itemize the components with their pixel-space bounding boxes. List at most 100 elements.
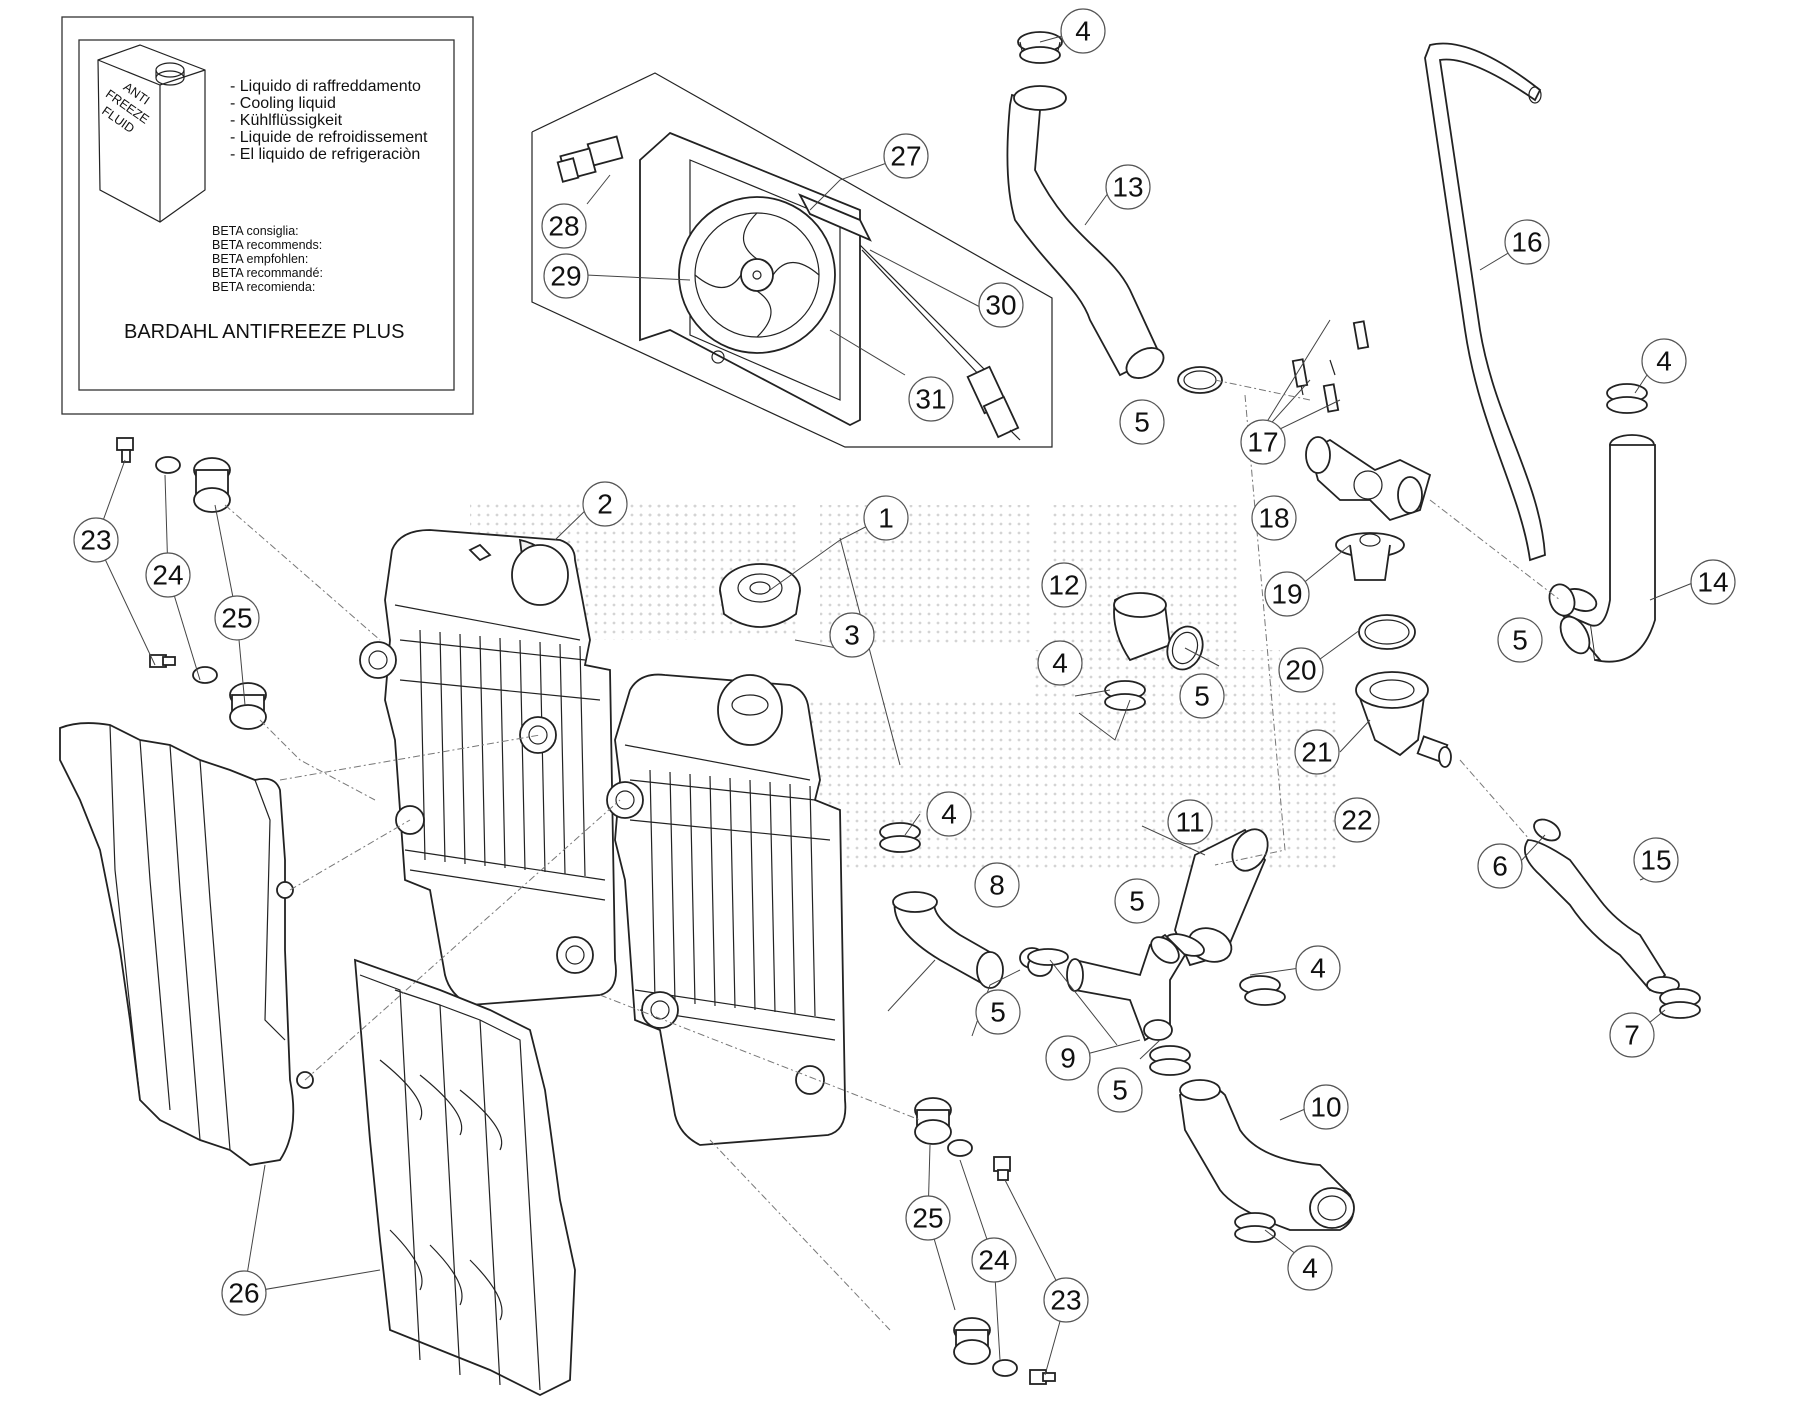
elbow-hose-12	[1104, 592, 1204, 711]
callout-5a: 5	[1119, 399, 1165, 445]
coolant-lang-4: - Liquide de refroidissement	[230, 129, 428, 146]
svg-text:5: 5	[1129, 886, 1145, 917]
radiator-right	[606, 673, 847, 1146]
callout-25b: 25	[905, 1195, 951, 1241]
coolant-lang-1: - Liquido di raffreddamento	[230, 78, 421, 95]
callout-29: 29	[543, 253, 589, 299]
svg-text:5: 5	[1194, 681, 1210, 712]
svg-text:5: 5	[990, 997, 1006, 1028]
radiator-left	[359, 529, 617, 1006]
recommends-de: BETA empfohlen:	[212, 252, 308, 266]
mounting-hardware-lower	[914, 1097, 1056, 1385]
svg-text:4: 4	[941, 799, 957, 830]
svg-text:4: 4	[1302, 1253, 1318, 1284]
radiator-shroud	[59, 722, 314, 1166]
callout-11: 11	[1167, 799, 1213, 845]
coolant-info-box: ANTI FREEZE FLUID - Liquido di raffredda…	[61, 16, 474, 415]
callout-19: 19	[1264, 571, 1310, 617]
radiator-grille	[353, 958, 576, 1397]
radiator-hose-13	[1006, 31, 1223, 394]
hose-clamps	[1027, 583, 1576, 966]
y-piece-9	[1066, 933, 1191, 1076]
svg-text:23: 23	[1050, 1285, 1081, 1316]
svg-text:11: 11	[1175, 807, 1204, 838]
callout-13: 13	[1105, 164, 1151, 210]
svg-text:13: 13	[1112, 172, 1143, 203]
callout-31: 31	[908, 376, 954, 422]
callout-15: 15	[1633, 837, 1679, 883]
callout-28: 28	[541, 203, 587, 249]
callout-5b: 5	[1497, 617, 1543, 663]
svg-text:3: 3	[844, 620, 860, 651]
assembly-lines	[224, 379, 1561, 1331]
callout-2: 2	[582, 481, 628, 527]
callout-21: 21	[1294, 729, 1340, 775]
svg-text:27: 27	[890, 141, 921, 172]
callout-20: 20	[1278, 647, 1324, 693]
callout-24b: 24	[971, 1237, 1017, 1283]
callout-5f: 5	[1097, 1067, 1143, 1113]
callout-3: 3	[829, 612, 875, 658]
mounting-hardware-upper	[116, 437, 267, 730]
callout-16: 16	[1504, 219, 1550, 265]
recommends-en: BETA recommends:	[212, 238, 322, 252]
svg-text:6: 6	[1492, 851, 1508, 882]
callout-4c: 4	[1037, 640, 1083, 686]
svg-text:4: 4	[1656, 346, 1672, 377]
callout-14: 14	[1690, 559, 1736, 605]
svg-text:14: 14	[1697, 567, 1728, 598]
callout-8: 8	[974, 862, 1020, 908]
callout-17: 17	[1240, 419, 1286, 465]
cooling-fan	[639, 131, 872, 427]
callout-1: 1	[863, 495, 909, 541]
svg-text:12: 12	[1048, 570, 1079, 601]
svg-text:1: 1	[878, 503, 894, 534]
svg-text:4: 4	[1075, 16, 1091, 47]
callout-7: 7	[1609, 1012, 1655, 1058]
callout-4a: 4	[1060, 8, 1106, 54]
svg-text:21: 21	[1301, 737, 1332, 768]
svg-text:5: 5	[1512, 625, 1528, 656]
fan-switch	[556, 135, 624, 183]
svg-text:30: 30	[985, 290, 1016, 321]
svg-text:29: 29	[550, 261, 581, 292]
callout-5e: 5	[975, 989, 1021, 1035]
coolant-lang-5: - El liquido de refrigeraciòn	[230, 146, 420, 163]
fan-assembly-group-outline	[531, 72, 1053, 448]
callout-4d: 4	[926, 791, 972, 837]
svg-text:28: 28	[548, 211, 579, 242]
overflow-hose	[1424, 42, 1546, 562]
svg-text:22: 22	[1341, 805, 1372, 836]
recommends-fr: BETA recommandé:	[212, 266, 323, 280]
svg-text:26: 26	[228, 1278, 259, 1309]
svg-text:18: 18	[1258, 503, 1289, 534]
callout-10: 10	[1303, 1084, 1349, 1130]
svg-text:2: 2	[597, 489, 613, 520]
callout-4f: 4	[1287, 1245, 1333, 1291]
coolant-lang-3: - Kühlflüssigkeit	[230, 112, 343, 129]
callout-5d: 5	[1114, 878, 1160, 924]
svg-text:7: 7	[1624, 1020, 1640, 1051]
product-name: BARDAHL ANTIFREEZE PLUS	[124, 321, 404, 343]
svg-text:10: 10	[1310, 1092, 1341, 1123]
svg-text:31: 31	[915, 384, 946, 415]
watermark-dots	[470, 500, 1340, 870]
svg-text:4: 4	[1052, 648, 1068, 679]
recommends-it: BETA consiglia:	[212, 224, 299, 238]
svg-text:5: 5	[1112, 1075, 1128, 1106]
callout-18: 18	[1251, 495, 1297, 541]
callout-23b: 23	[1043, 1277, 1089, 1323]
callout-9: 9	[1045, 1035, 1091, 1081]
callouts: 1 2 3 4 4 4 4 4 4 5 5 5 5 5 5 6 7 8 9 10…	[73, 8, 1736, 1323]
radiator-hose-15	[1524, 818, 1701, 1019]
callout-6: 6	[1477, 843, 1523, 889]
svg-text:19: 19	[1271, 579, 1302, 610]
callout-24a: 24	[145, 552, 191, 598]
svg-text:15: 15	[1640, 845, 1671, 876]
fan-wiring	[859, 244, 1021, 441]
svg-text:9: 9	[1060, 1043, 1076, 1074]
svg-text:20: 20	[1285, 655, 1316, 686]
antifreeze-can-icon: ANTI FREEZE FLUID	[97, 44, 206, 223]
callout-12: 12	[1041, 562, 1087, 608]
